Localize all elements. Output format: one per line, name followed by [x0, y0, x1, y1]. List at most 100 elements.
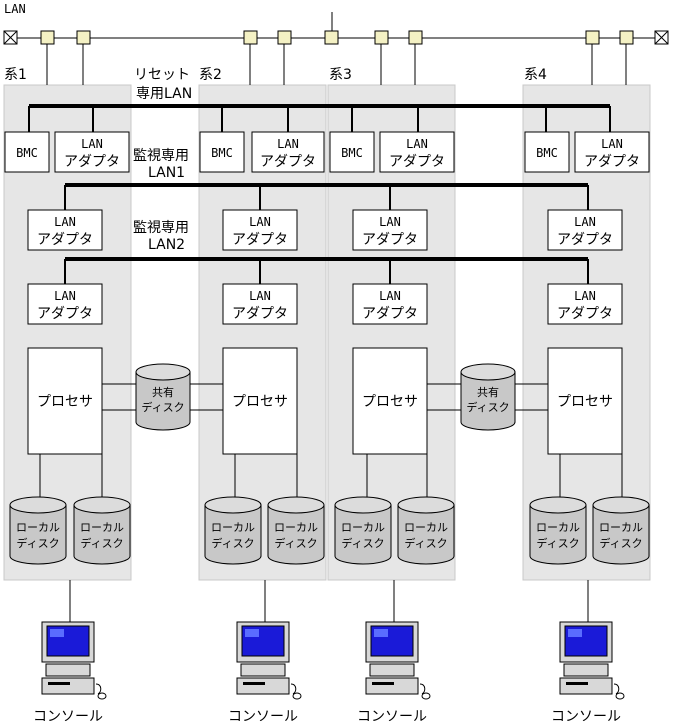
shared-disk-1: 共有 ディスク — [135, 363, 191, 431]
svg-text:LAN: LAN — [81, 137, 103, 151]
shared-disk-links — [102, 383, 548, 411]
svg-text:ローカル: ローカル — [80, 521, 124, 534]
lan-adapter-reset-4: LAN アダプタ — [574, 131, 650, 173]
svg-text:LAN: LAN — [574, 215, 596, 229]
processor-1: プロセサ — [27, 347, 103, 455]
svg-text:LAN: LAN — [249, 289, 271, 303]
lan-adapter-mon2-1: LAN アダプタ — [27, 283, 103, 325]
svg-text:LAN: LAN — [277, 137, 299, 151]
svg-text:ディスク: ディスク — [536, 536, 579, 550]
system-label-3: 系3 — [329, 67, 352, 83]
console-label-1: コンソール — [33, 709, 103, 725]
lan-adapter-mon1-2: LAN アダプタ — [222, 209, 298, 251]
processor-2: プロセサ — [222, 347, 298, 455]
lan-adapter-mon2-4: LAN アダプタ — [547, 283, 623, 325]
svg-text:LAN: LAN — [574, 289, 596, 303]
lan-transceivers — [40, 30, 634, 45]
svg-text:プロセサ: プロセサ — [232, 394, 288, 410]
svg-text:アダプタ: アダプタ — [232, 306, 288, 322]
svg-text:アダプタ: アダプタ — [64, 154, 120, 170]
svg-text:BMC: BMC — [341, 146, 363, 160]
lan-adapter-mon2-2: LAN アダプタ — [222, 283, 298, 325]
monitor-lan1-label-1: 監視専用 — [133, 147, 189, 164]
processor-4: プロセサ — [547, 347, 623, 455]
svg-text:ローカル: ローカル — [341, 521, 385, 534]
monitor-lan1-label-2: LAN1 — [148, 165, 185, 181]
local-disk-4a: ローカル ディスク — [529, 496, 587, 565]
lan-adapter-reset-1: LAN アダプタ — [54, 131, 130, 173]
svg-text:アダプタ: アダプタ — [389, 154, 445, 170]
bmc-box-3: BMC — [329, 131, 375, 173]
svg-text:LAN: LAN — [601, 137, 623, 151]
lan-adapter-mon1-4: LAN アダプタ — [547, 209, 623, 251]
bmc-box-4: BMC — [524, 131, 570, 173]
console-icon-2 — [236, 621, 302, 700]
reset-lan-taps — [28, 106, 611, 132]
svg-text:LAN: LAN — [249, 215, 271, 229]
svg-text:ディスク: ディスク — [341, 536, 384, 550]
svg-text:共有: 共有 — [477, 385, 499, 399]
lan-adapter-reset-3: LAN アダプタ — [379, 131, 455, 173]
svg-text:ディスク: ディスク — [599, 536, 642, 550]
console-icon-3 — [365, 621, 431, 700]
lan-adapter-mon1-1: LAN アダプタ — [27, 209, 103, 251]
svg-text:共有: 共有 — [152, 385, 174, 399]
svg-text:アダプタ: アダプタ — [557, 306, 613, 322]
svg-text:LAN: LAN — [379, 289, 401, 303]
svg-text:アダプタ: アダプタ — [232, 232, 288, 248]
svg-text:アダプタ: アダプタ — [37, 306, 93, 322]
svg-text:ディスク: ディスク — [16, 536, 59, 550]
svg-text:ローカル: ローカル — [404, 521, 448, 534]
svg-text:ディスク: ディスク — [274, 536, 317, 550]
monitor-lan1-taps — [64, 185, 589, 210]
local-disk-3b: ローカル ディスク — [397, 496, 455, 565]
system-label-4: 系4 — [524, 67, 547, 83]
svg-text:BMC: BMC — [211, 146, 233, 160]
shared-disk-2: 共有 ディスク — [460, 363, 516, 431]
svg-text:LAN: LAN — [379, 215, 401, 229]
lan-label: LAN — [4, 2, 26, 16]
svg-text:アダプタ: アダプタ — [260, 154, 316, 170]
svg-text:LAN: LAN — [54, 289, 76, 303]
console-links — [69, 580, 589, 622]
lan-adapter-mon2-3: LAN アダプタ — [352, 283, 428, 325]
svg-text:ディスク: ディスク — [466, 400, 509, 414]
local-disk-3a: ローカル ディスク — [334, 496, 392, 565]
bmc-box-1: BMC — [4, 131, 50, 173]
svg-text:ディスク: ディスク — [141, 400, 184, 414]
svg-text:ローカル: ローカル — [16, 521, 60, 534]
svg-text:アダプタ: アダプタ — [37, 232, 93, 248]
lan-terminator-left — [3, 30, 18, 45]
lan-drops — [46, 44, 627, 85]
svg-text:BMC: BMC — [536, 146, 558, 160]
console-label-4: コンソール — [551, 709, 621, 725]
svg-text:ローカル: ローカル — [211, 521, 255, 534]
svg-text:ローカル: ローカル — [274, 521, 318, 534]
svg-text:LAN: LAN — [54, 215, 76, 229]
svg-text:BMC: BMC — [16, 146, 38, 160]
lan-adapter-mon1-3: LAN アダプタ — [352, 209, 428, 251]
console-icon-1 — [41, 621, 107, 700]
monitor-lan2-label-1: 監視専用 — [133, 219, 189, 236]
svg-text:プロセサ: プロセサ — [362, 394, 418, 410]
local-disk-1a: ローカル ディスク — [9, 496, 67, 565]
lan-adapter-reset-2: LAN アダプタ — [251, 131, 325, 173]
processor-disk-links — [39, 454, 623, 497]
monitor-lan2-taps — [64, 259, 589, 284]
local-disk-1b: ローカル ディスク — [73, 496, 131, 565]
local-disk-2a: ローカル ディスク — [204, 496, 262, 565]
local-disk-2b: ローカル ディスク — [267, 496, 325, 565]
svg-text:アダプタ: アダプタ — [557, 232, 613, 248]
console-icon-4 — [559, 621, 625, 700]
svg-text:プロセサ: プロセサ — [37, 394, 93, 410]
svg-text:ローカル: ローカル — [536, 521, 580, 534]
reset-lan-label-1: リセット — [134, 67, 190, 83]
local-disk-4b: ローカル ディスク — [592, 496, 650, 565]
system-label-2: 系2 — [199, 67, 222, 83]
svg-text:アダプタ: アダプタ — [362, 306, 418, 322]
svg-text:ディスク: ディスク — [211, 536, 254, 550]
processor-3: プロセサ — [352, 347, 428, 455]
svg-text:ディスク: ディスク — [80, 536, 123, 550]
svg-text:ローカル: ローカル — [599, 521, 643, 534]
